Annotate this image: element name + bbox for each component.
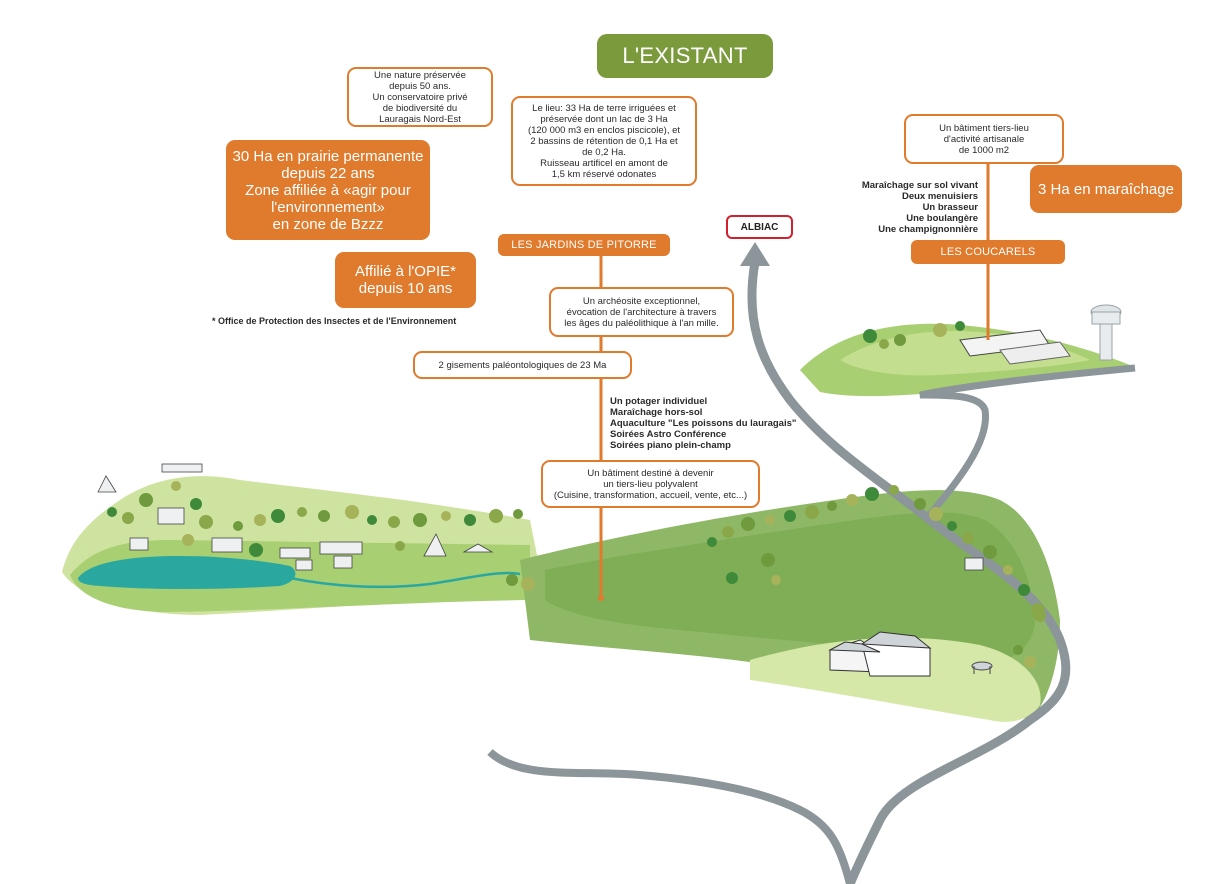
tree-icon — [863, 329, 877, 343]
tree-icon — [914, 498, 926, 510]
tree-icon — [388, 516, 400, 528]
nature-note: Une nature préservée depuis 50 ans. Un c… — [347, 67, 493, 127]
tree-icon — [722, 526, 734, 538]
coucarels-place-label: LES COUCARELS — [911, 240, 1065, 264]
pitorre-place-label: LES JARDINS DE PITORRE — [498, 234, 670, 256]
tree-icon — [1034, 610, 1046, 622]
tree-icon — [464, 514, 476, 526]
tree-icon — [190, 498, 202, 510]
road-arrow — [740, 242, 770, 266]
tree-icon — [1024, 656, 1036, 668]
coucarels-activity-list: Maraîchage sur sol vivant Deux menuisier… — [861, 180, 978, 235]
gisements-note: 2 gisements paléontologiques de 23 Ma — [413, 351, 632, 379]
tree-icon — [249, 543, 263, 557]
tree-icon — [1013, 645, 1023, 655]
archeosite-note: Un archéosite exceptionnel, évocation de… — [549, 287, 734, 337]
farmhouse-building-icon — [828, 631, 932, 677]
tree-icon — [171, 481, 181, 491]
tree-icon — [107, 507, 117, 517]
tree-icon — [962, 532, 974, 544]
tree-icon — [395, 541, 405, 551]
tree-icon — [784, 510, 796, 522]
tree-icon — [707, 537, 717, 547]
tree-icons — [107, 321, 1046, 668]
pitorre-activity-list: Un potager individuel Maraîchage hors-so… — [610, 396, 797, 451]
tree-icon — [122, 512, 134, 524]
lake — [78, 556, 296, 589]
tree-icon — [506, 574, 518, 586]
central-field-inner — [545, 512, 1035, 661]
tree-icon — [805, 505, 819, 519]
tree-icon — [199, 515, 213, 529]
tree-icon — [865, 487, 879, 501]
tree-icon — [933, 323, 947, 337]
opie-highlight: Affilié à l'OPIE* depuis 10 ans — [335, 252, 476, 308]
tree-icon — [513, 509, 523, 519]
albiac-direction-label: ALBIAC — [726, 215, 793, 239]
tree-icon — [345, 505, 359, 519]
tree-icon — [233, 521, 243, 531]
tree-icon — [955, 321, 965, 331]
tree-icon — [889, 485, 899, 495]
tree-icon — [846, 494, 858, 506]
tree-icon — [1018, 584, 1030, 596]
opie-footnote: * Office de Protection des Insectes et d… — [212, 316, 457, 326]
tree-icon — [761, 553, 775, 567]
pitorre-village-icons — [97, 463, 984, 571]
coucarels-building-icon — [959, 329, 1071, 365]
coucarels-building-note: Un bâtiment tiers-lieu d'activité artisa… — [904, 114, 1064, 164]
tree-icon — [726, 572, 738, 584]
tree-icon — [367, 515, 377, 525]
lower-lawn — [750, 637, 1041, 722]
tree-icon — [489, 509, 503, 523]
tree-icon — [413, 513, 427, 527]
tree-icon — [879, 339, 889, 349]
tree-icon — [297, 507, 307, 517]
tree-icon — [521, 577, 535, 591]
road-lower — [487, 748, 854, 884]
tree-icon — [947, 521, 957, 531]
tree-icon — [441, 511, 451, 521]
tree-icon — [1003, 565, 1013, 575]
tree-icon — [182, 534, 194, 546]
tree-icon — [318, 510, 330, 522]
tree-icon — [139, 493, 153, 507]
water-tower-icon — [1090, 304, 1122, 361]
prairie-highlight: 30 Ha en prairie permanente depuis 22 an… — [226, 140, 430, 240]
road-branch — [919, 364, 1136, 523]
lieu-note: Le lieu: 33 Ha de terre irriguées et pré… — [511, 96, 697, 186]
pitorre-building-note: Un bâtiment destiné à devenir un tiers-l… — [541, 460, 760, 508]
creek — [289, 571, 521, 589]
tree-icon — [929, 507, 943, 521]
tree-icon — [271, 509, 285, 523]
tree-icon — [983, 545, 997, 559]
maraichage-highlight: 3 Ha en maraîchage — [1030, 165, 1182, 213]
tree-icon — [771, 575, 781, 585]
tree-icon — [741, 517, 755, 531]
pitorre-connector-end — [598, 595, 604, 601]
tree-icon — [894, 334, 906, 346]
tree-icon — [827, 501, 837, 511]
tree-icon — [765, 515, 775, 525]
tree-icon — [254, 514, 266, 526]
page-title: L'EXISTANT — [597, 34, 773, 78]
gazebo-icon — [971, 661, 993, 674]
